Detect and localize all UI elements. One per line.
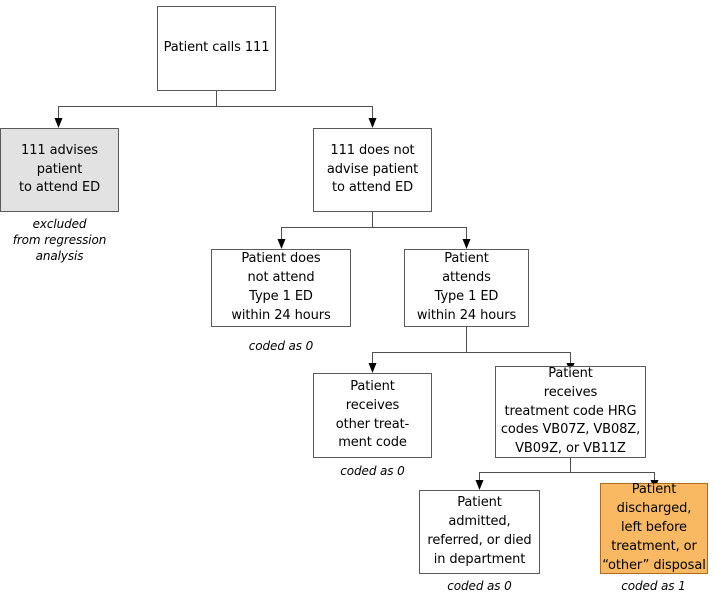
arrowhead-attends [462, 239, 471, 249]
arrowhead-other-treatment [368, 363, 377, 373]
edge-root-to-not-advises [216, 106, 373, 122]
edge-hrg-to-admitted [479, 458, 571, 484]
caption-not-attend-coded-as-0: coded as 0 [248, 339, 314, 353]
arrowhead-admitted [475, 480, 484, 490]
arrowhead-not-attend [277, 239, 286, 249]
node-patient-attends-type-1-ed[interactable]: Patient attends Type 1 ED within 24 hour… [404, 249, 529, 327]
node-patient-discharged-other-disposal[interactable]: Patient discharged, left before treatmen… [600, 482, 708, 574]
arrowhead-advises [54, 118, 63, 128]
edge-notadvises-to-attends [372, 227, 467, 243]
node-patient-does-not-attend[interactable]: Patient does not attend Type 1 ED within… [211, 249, 351, 327]
edge-attends-to-hrg [466, 352, 571, 367]
edge-root-to-advises [58, 91, 217, 122]
edge-notadvises-to-notattend [281, 212, 373, 243]
node-111-does-not-advise[interactable]: 111 does not advise patient to attend ED [313, 128, 432, 212]
caption-discharged-coded-as-1: coded as 1 [621, 579, 686, 593]
edge-attends-to-othertreatment [372, 327, 467, 367]
node-other-treatment-code[interactable]: Patient receives other treat- ment code [313, 373, 432, 458]
node-111-advises-attend-ed[interactable]: 111 advises patient to attend ED [0, 128, 119, 212]
node-patient-admitted-referred-died[interactable]: Patient admitted, referred, or died in d… [419, 490, 540, 574]
caption-other-treatment-coded-as-0: coded as 0 [340, 464, 405, 478]
caption-admitted-coded-as-0: coded as 0 [447, 579, 512, 593]
node-treatment-code-hrg[interactable]: Patient receives treatment code HRG code… [495, 366, 646, 458]
arrowhead-not-advises [368, 118, 377, 128]
caption-excluded-from-regression: excluded from regression analysis [12, 217, 107, 264]
node-patient-calls-111[interactable]: Patient calls 111 [157, 6, 276, 91]
